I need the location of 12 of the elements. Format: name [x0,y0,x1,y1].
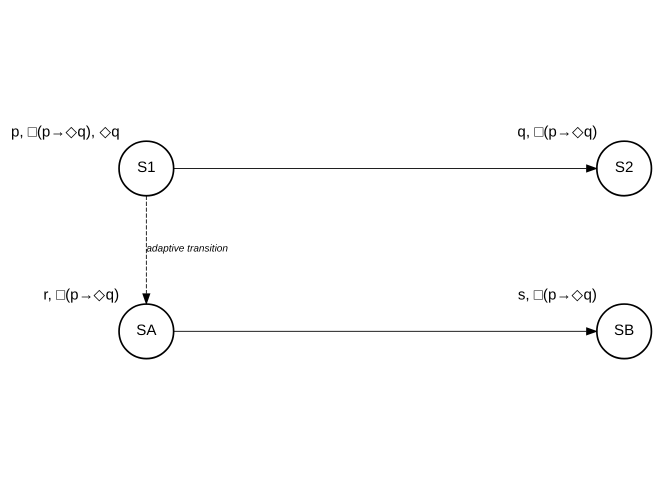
arrow [173,327,598,336]
node-label: p, □(p→◇q), ◇q [10,123,120,140]
arrow [142,195,150,306]
node-label: r, □(p→◇q) [43,286,120,304]
node-circle: SA [118,303,174,360]
node-label: q, □(p→◇q) [517,123,598,140]
node-circle: SB [596,303,652,360]
arrow [173,164,598,173]
edge-label: adaptive transition [146,244,228,255]
node-circle: S2 [596,140,652,197]
node-circle: S1 [118,140,174,197]
node-label: s, □(p→◇q) [518,286,597,304]
